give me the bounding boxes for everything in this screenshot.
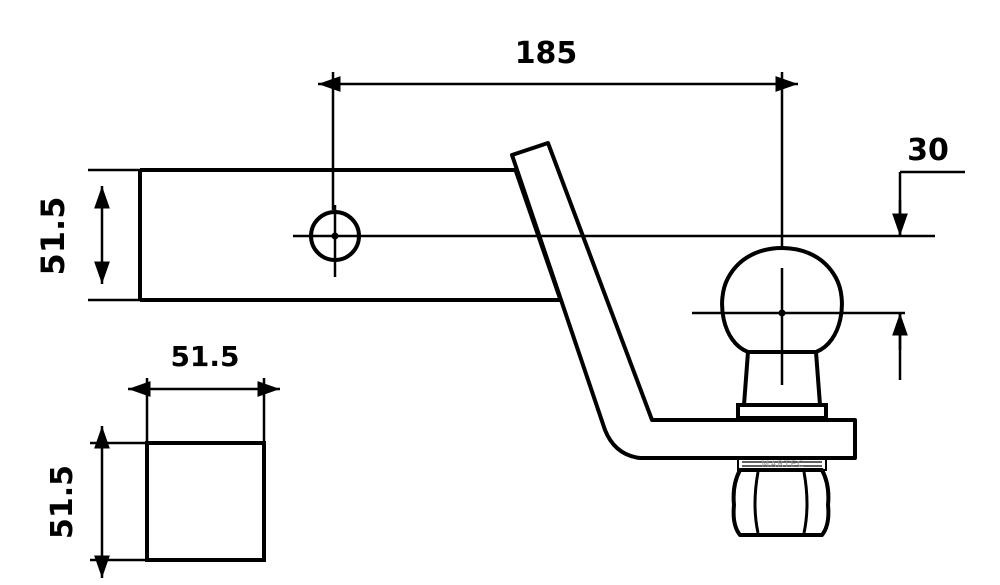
dimension-shank-height-label: 51.5 xyxy=(34,197,72,276)
hitch-nut: MARTEC xyxy=(731,458,831,537)
dimension-185: 185 xyxy=(318,36,798,250)
cross-section xyxy=(145,441,266,562)
dimension-section-height: 51.5 xyxy=(45,426,147,578)
dimension-section-width-label: 51.5 xyxy=(170,340,239,373)
watermark-text: MARTEC xyxy=(762,460,805,470)
dimension-185-label: 185 xyxy=(515,36,578,71)
dimension-section-height-label: 51.5 xyxy=(45,465,80,539)
center-lines xyxy=(293,205,935,385)
dimension-30-label: 30 xyxy=(907,133,949,168)
receiver-shank xyxy=(138,168,560,302)
dimension-shank-height: 51.5 xyxy=(34,168,140,302)
dimension-30: 30 xyxy=(892,133,965,380)
drop-shank xyxy=(510,141,857,460)
dimension-section-width: 51.5 xyxy=(128,340,280,443)
